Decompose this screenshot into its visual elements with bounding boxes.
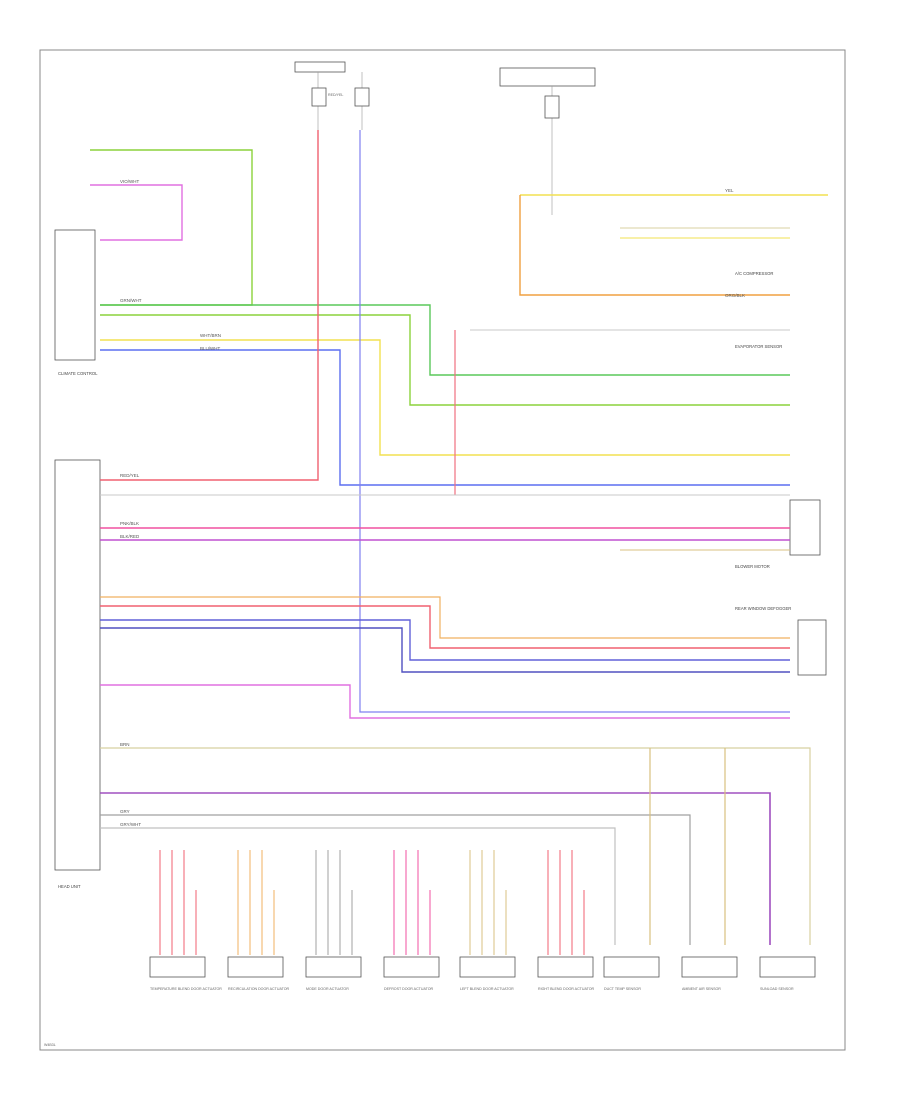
fuse-label: RED/YEL	[328, 93, 343, 97]
wire-label-blk-red: BLK/RED	[120, 534, 140, 539]
wire-group	[90, 130, 828, 945]
caption-8: AMBIENT AIR SENSOR	[682, 987, 721, 991]
ac-caption: A/C COMPRESSOR	[735, 271, 773, 276]
wire-label-gry: GRY	[120, 809, 130, 814]
wire-label-brn: BRN	[120, 742, 130, 747]
wire-label-org-blk: ORG/BLK	[725, 293, 745, 298]
caption-9: SUNLOAD SENSOR	[760, 987, 794, 991]
wire-label-red-yel: RED/YEL	[120, 473, 140, 478]
caption-7: DUCT TEMP SENSOR	[604, 987, 641, 991]
rear-defog-caption: REAR WINDOW DEFOGGER	[735, 606, 791, 611]
head-unit-caption: HEAD UNIT	[58, 884, 81, 889]
top-fuse-block-left: RED/YEL	[294, 61, 370, 130]
blower-caption: BLOWER MOTOR	[735, 564, 770, 569]
wire-label-blu-wht: BLU/WHT	[200, 346, 221, 351]
blower-connector	[789, 499, 821, 556]
wire-label-grn-wht: GRN/WHT	[120, 298, 142, 303]
caption-4: DEFROST DOOR ACTUATOR	[384, 987, 434, 991]
climate-module-caption: CLIMATE CONTROL	[58, 371, 98, 376]
caption-2: RECIRCULATION DOOR ACTUATOR	[228, 987, 290, 991]
bottom-wire-stubs	[159, 850, 585, 955]
wire-label-yel: YEL	[725, 188, 734, 193]
caption-5: LEFT BLEND DOOR ACTUATOR	[460, 987, 514, 991]
climate-control-module	[54, 229, 96, 361]
bottom-captions: TEMPERATURE BLEND DOOR ACTUATOR RECIRCUL…	[150, 987, 794, 991]
caption-6: RIGHT BLEND DOOR ACTUATOR	[538, 987, 595, 991]
evap-caption: EVAPORATOR SENSOR	[735, 344, 782, 349]
wire-label-pnk-blk: PNK/BLK	[120, 521, 139, 526]
top-fuse-block-right	[499, 67, 596, 215]
page-code: W4B3L	[44, 1043, 56, 1047]
bottom-components	[149, 956, 816, 978]
wire-label-vio-wht: VIO/WHT	[120, 179, 139, 184]
caption-3: MODE DOOR ACTUATOR	[306, 987, 349, 991]
rear-defogger-connector	[797, 619, 827, 676]
caption-1: TEMPERATURE BLEND DOOR ACTUATOR	[150, 987, 222, 991]
wire-label-gry-wht: GRY/WHT	[120, 822, 141, 827]
diagram-frame	[39, 49, 846, 1051]
head-unit-module	[54, 459, 101, 871]
wire-label-wht-brn: WHT/BRN	[200, 333, 221, 338]
